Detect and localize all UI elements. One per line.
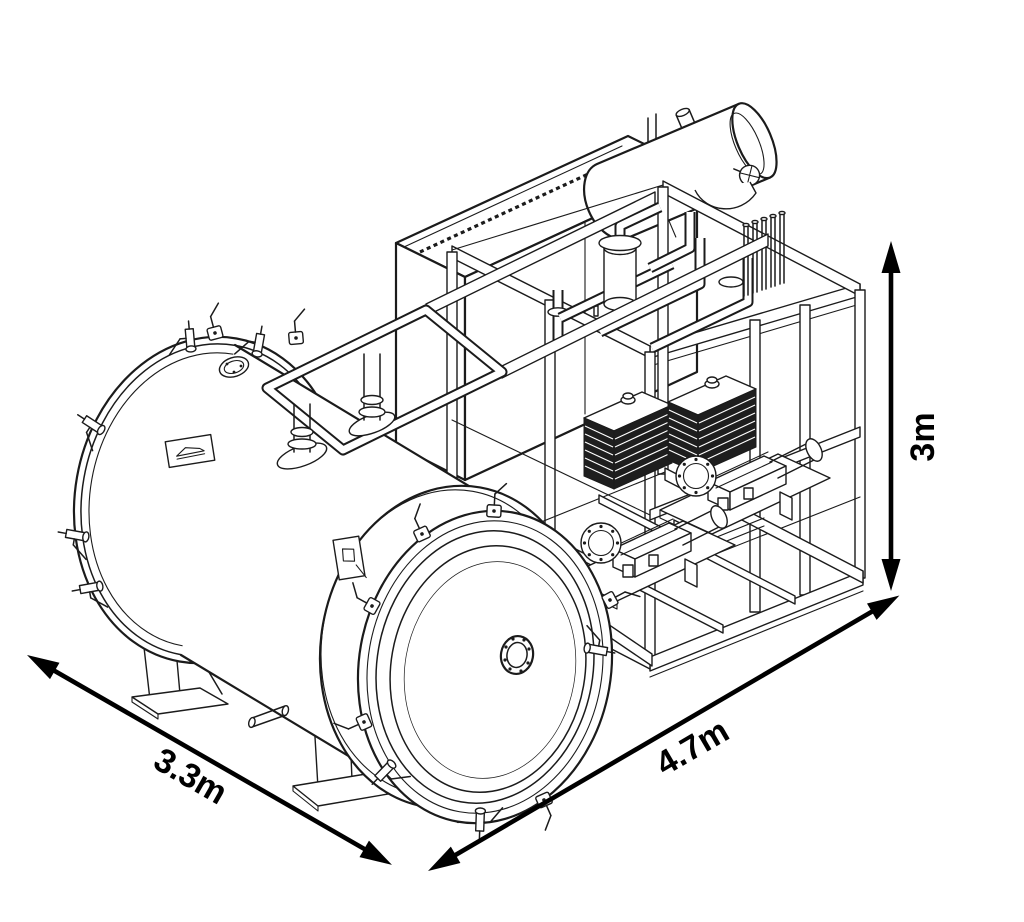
tank-handwheel-valve	[733, 164, 761, 186]
process-piping	[499, 202, 786, 377]
duct-riser-2	[348, 353, 396, 437]
dimension-label-height: 3m	[904, 412, 942, 461]
manway-flange	[218, 356, 250, 378]
name-plate-1	[164, 433, 216, 469]
drain-stub	[247, 705, 290, 729]
name-plate-2	[332, 535, 367, 581]
dimension-height: 3m	[881, 241, 942, 591]
duct-riser-1	[276, 403, 328, 470]
tank-drip-tray	[694, 181, 757, 210]
chamber-door	[356, 509, 614, 825]
vapor-duct-loop	[261, 304, 508, 470]
riser-pipe-row	[742, 210, 786, 297]
dimension-label-depth: 4.7m	[649, 712, 735, 784]
door-sight-glass	[499, 634, 535, 676]
cyclone-vessel	[598, 234, 642, 312]
heat-exchanger-block-2	[667, 375, 757, 474]
brand-text-strip	[419, 161, 613, 254]
